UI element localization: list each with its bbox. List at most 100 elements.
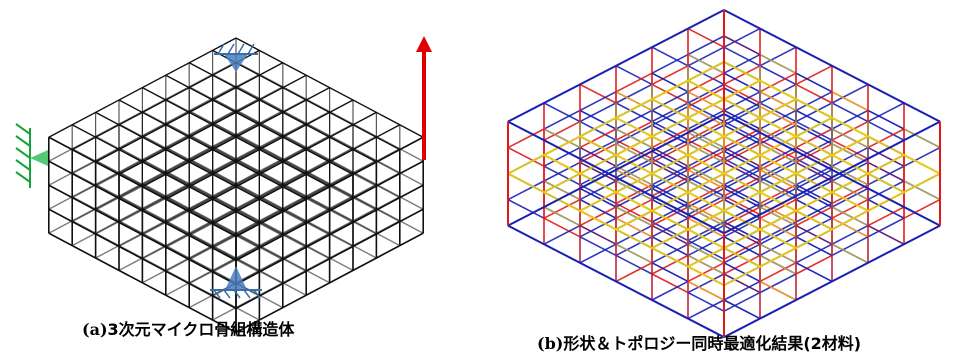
lattice-member	[759, 54, 797, 74]
lattice-member	[651, 143, 689, 164]
lattice-member	[507, 120, 725, 235]
lattice-member	[759, 224, 797, 245]
lattice-member	[867, 225, 905, 245]
lattice-member	[507, 198, 545, 219]
lattice-member	[831, 143, 869, 163]
lattice-member	[759, 158, 797, 179]
lattice-member	[759, 243, 797, 264]
lattice-member	[687, 54, 725, 74]
lattice-member	[687, 132, 725, 152]
lattice-member	[579, 139, 617, 160]
lattice-member	[615, 184, 653, 205]
lattice-member	[723, 131, 761, 152]
lattice-member	[579, 184, 617, 205]
lattice-member	[579, 165, 617, 186]
lattice-member	[687, 184, 725, 205]
lattice-member	[651, 202, 689, 223]
lattice-member	[651, 105, 689, 126]
lattice-member	[687, 239, 725, 260]
lattice-member	[795, 124, 833, 145]
lattice-member	[759, 221, 797, 242]
lattice-member	[687, 120, 725, 141]
lattice-member	[615, 169, 653, 189]
lattice-member	[831, 236, 869, 257]
lattice-member	[687, 299, 725, 320]
lattice-member	[723, 91, 761, 112]
lattice-member	[687, 198, 725, 219]
lattice-member	[507, 224, 725, 339]
lattice-member	[795, 83, 833, 104]
lattice-member	[579, 217, 617, 238]
lattice-member	[615, 254, 653, 275]
lattice-member	[723, 102, 761, 123]
lattice-member	[651, 91, 689, 112]
lattice-member	[687, 243, 725, 264]
lattice-member	[795, 236, 833, 256]
lattice-member	[759, 273, 797, 294]
lattice-member	[651, 254, 689, 275]
lattice-member	[759, 106, 797, 126]
lattice-member	[831, 217, 869, 238]
lattice-member	[723, 273, 761, 294]
lattice-member	[795, 72, 833, 93]
lattice-member	[831, 109, 869, 130]
lattice-member	[795, 202, 833, 223]
lattice-member	[687, 65, 725, 86]
lattice-member	[651, 147, 689, 167]
lattice-member	[795, 262, 833, 282]
lattice-member	[615, 243, 653, 264]
lattice-member	[651, 217, 689, 238]
lattice-member	[723, 262, 761, 282]
lattice-member	[615, 165, 653, 186]
lattice-member	[867, 217, 905, 238]
lattice-member	[795, 184, 833, 204]
lattice-member	[723, 139, 761, 160]
lattice-member	[903, 146, 941, 167]
lattice-member	[795, 243, 833, 264]
lattice-member	[723, 27, 761, 48]
lattice-member	[723, 72, 761, 93]
lattice-member	[831, 224, 869, 245]
lattice-member	[795, 65, 833, 86]
lattice-member	[687, 139, 725, 160]
lattice-member	[795, 102, 833, 123]
lattice-member	[759, 262, 797, 283]
figure-b-caption: (b)形状＆トポロジー同時最適化結果(2材料)	[537, 330, 861, 354]
lattice-member	[723, 120, 761, 141]
lattice-member	[759, 143, 797, 163]
lattice-member	[723, 53, 761, 74]
lattice-member	[795, 217, 833, 238]
lattice-member	[687, 254, 725, 275]
lattice-member	[579, 199, 617, 219]
lattice-member	[651, 158, 689, 179]
lattice-member	[543, 206, 581, 227]
lattice-member	[651, 46, 689, 67]
lattice-member	[651, 243, 689, 264]
lattice-member	[795, 161, 833, 182]
figure-b-panel: (b)形状＆トポロジー同時最適化結果(2材料)	[480, 0, 965, 361]
lattice-member	[723, 65, 761, 86]
lattice-member	[687, 187, 725, 208]
lattice-member	[579, 180, 617, 201]
lattice-member	[615, 139, 653, 160]
lattice-member	[687, 150, 725, 171]
lattice-member	[723, 291, 761, 312]
lattice-member	[759, 139, 797, 160]
lattice-member	[723, 105, 761, 126]
figure-a-caption-text: 3次元マイクロ骨組構造体	[107, 320, 295, 339]
lattice-member	[723, 161, 761, 182]
lattice-member	[759, 72, 797, 93]
lattice-member	[831, 91, 869, 111]
lattice-member	[579, 187, 617, 208]
lattice-member	[759, 280, 797, 301]
lattice-member	[651, 176, 689, 197]
lattice-member	[543, 102, 581, 123]
lattice-member	[723, 254, 761, 275]
lattice-member	[579, 243, 617, 264]
lattice-member	[795, 139, 833, 160]
lattice-member	[651, 236, 689, 256]
figure-b-caption-prefix: (b)	[537, 334, 564, 353]
lattice-member	[723, 158, 761, 179]
lattice-member	[903, 128, 941, 149]
lattice-member	[723, 87, 761, 108]
